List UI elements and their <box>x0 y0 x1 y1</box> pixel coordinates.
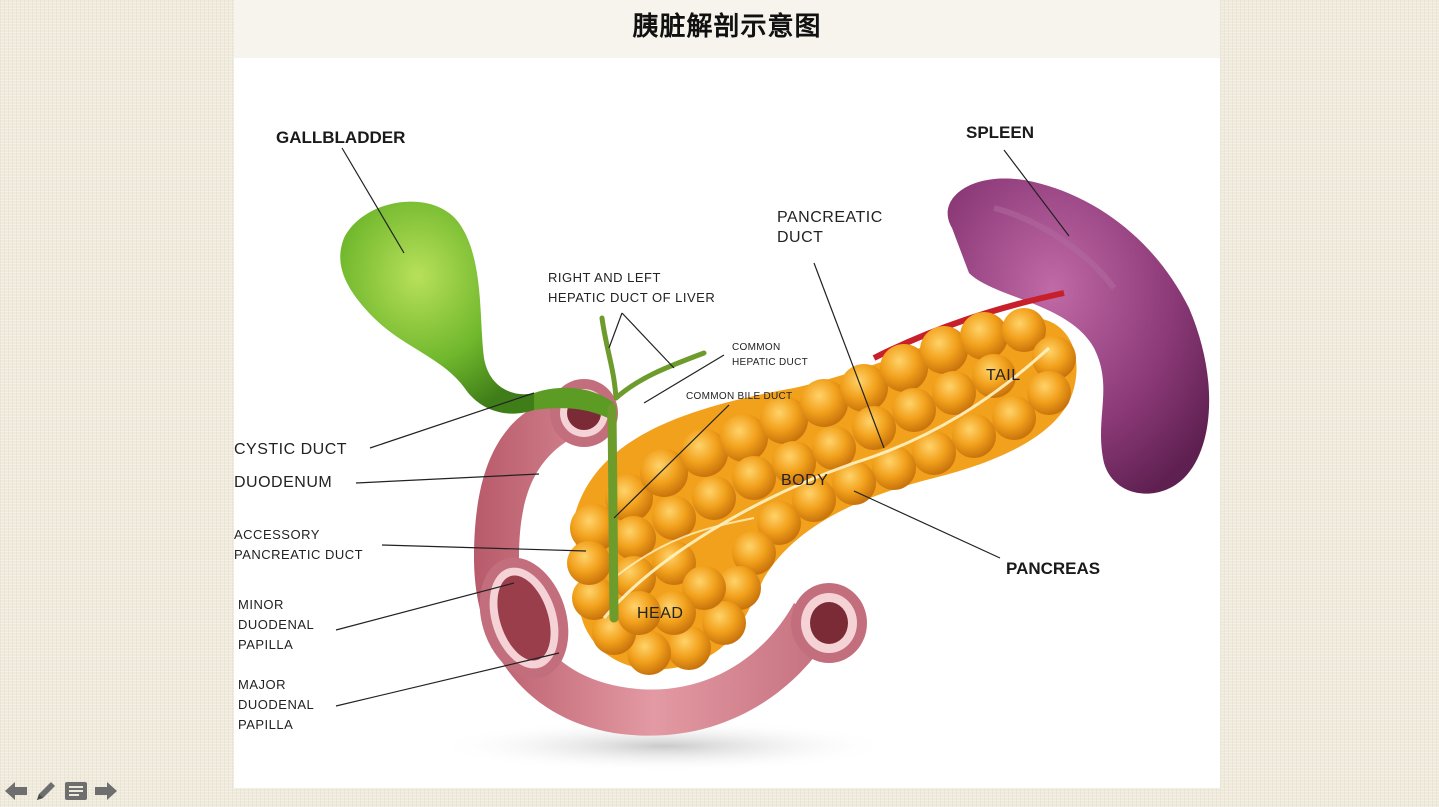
label-cystic-duct: CYSTIC DUCT <box>234 440 347 460</box>
slide-menu-button[interactable] <box>62 777 90 805</box>
label-tail: TAIL <box>986 366 1021 386</box>
pancreas-anatomy-illustration: GALLBLADDER SPLEEN PANCREATIC DUCT RIGHT… <box>234 58 1220 788</box>
label-spleen: SPLEEN <box>966 122 1034 143</box>
menu-icon <box>63 780 89 802</box>
arrow-right-icon <box>93 780 119 802</box>
arrow-left-icon <box>3 780 29 802</box>
pen-icon <box>33 778 59 804</box>
label-head: HEAD <box>637 604 683 624</box>
label-minor-duodenal-papilla: MINOR DUODENAL PAPILLA <box>238 595 314 655</box>
label-duodenum: DUODENUM <box>234 473 332 493</box>
label-right-left-hepatic-duct: RIGHT AND LEFT HEPATIC DUCT OF LIVER <box>548 268 715 308</box>
label-common-hepatic-duct: COMMON HEPATIC DUCT <box>732 341 808 370</box>
slide-nav-bar <box>2 776 126 806</box>
label-pancreatic-duct: PANCREATIC DUCT <box>777 208 883 248</box>
label-pancreas: PANCREAS <box>1006 558 1100 579</box>
label-common-bile-duct: COMMON BILE DUCT <box>686 390 792 405</box>
label-accessory-pancreatic-duct: ACCESSORY PANCREATIC DUCT <box>234 525 363 565</box>
label-major-duodenal-papilla: MAJOR DUODENAL PAPILLA <box>238 675 314 735</box>
slide-title: 胰脏解剖示意图 <box>234 6 1220 43</box>
anatomy-drawing <box>234 58 1220 788</box>
label-body: BODY <box>781 471 828 491</box>
label-gallbladder: GALLBLADDER <box>276 127 405 148</box>
next-slide-button[interactable] <box>92 777 120 805</box>
previous-slide-button[interactable] <box>2 777 30 805</box>
pen-tool-button[interactable] <box>32 777 60 805</box>
